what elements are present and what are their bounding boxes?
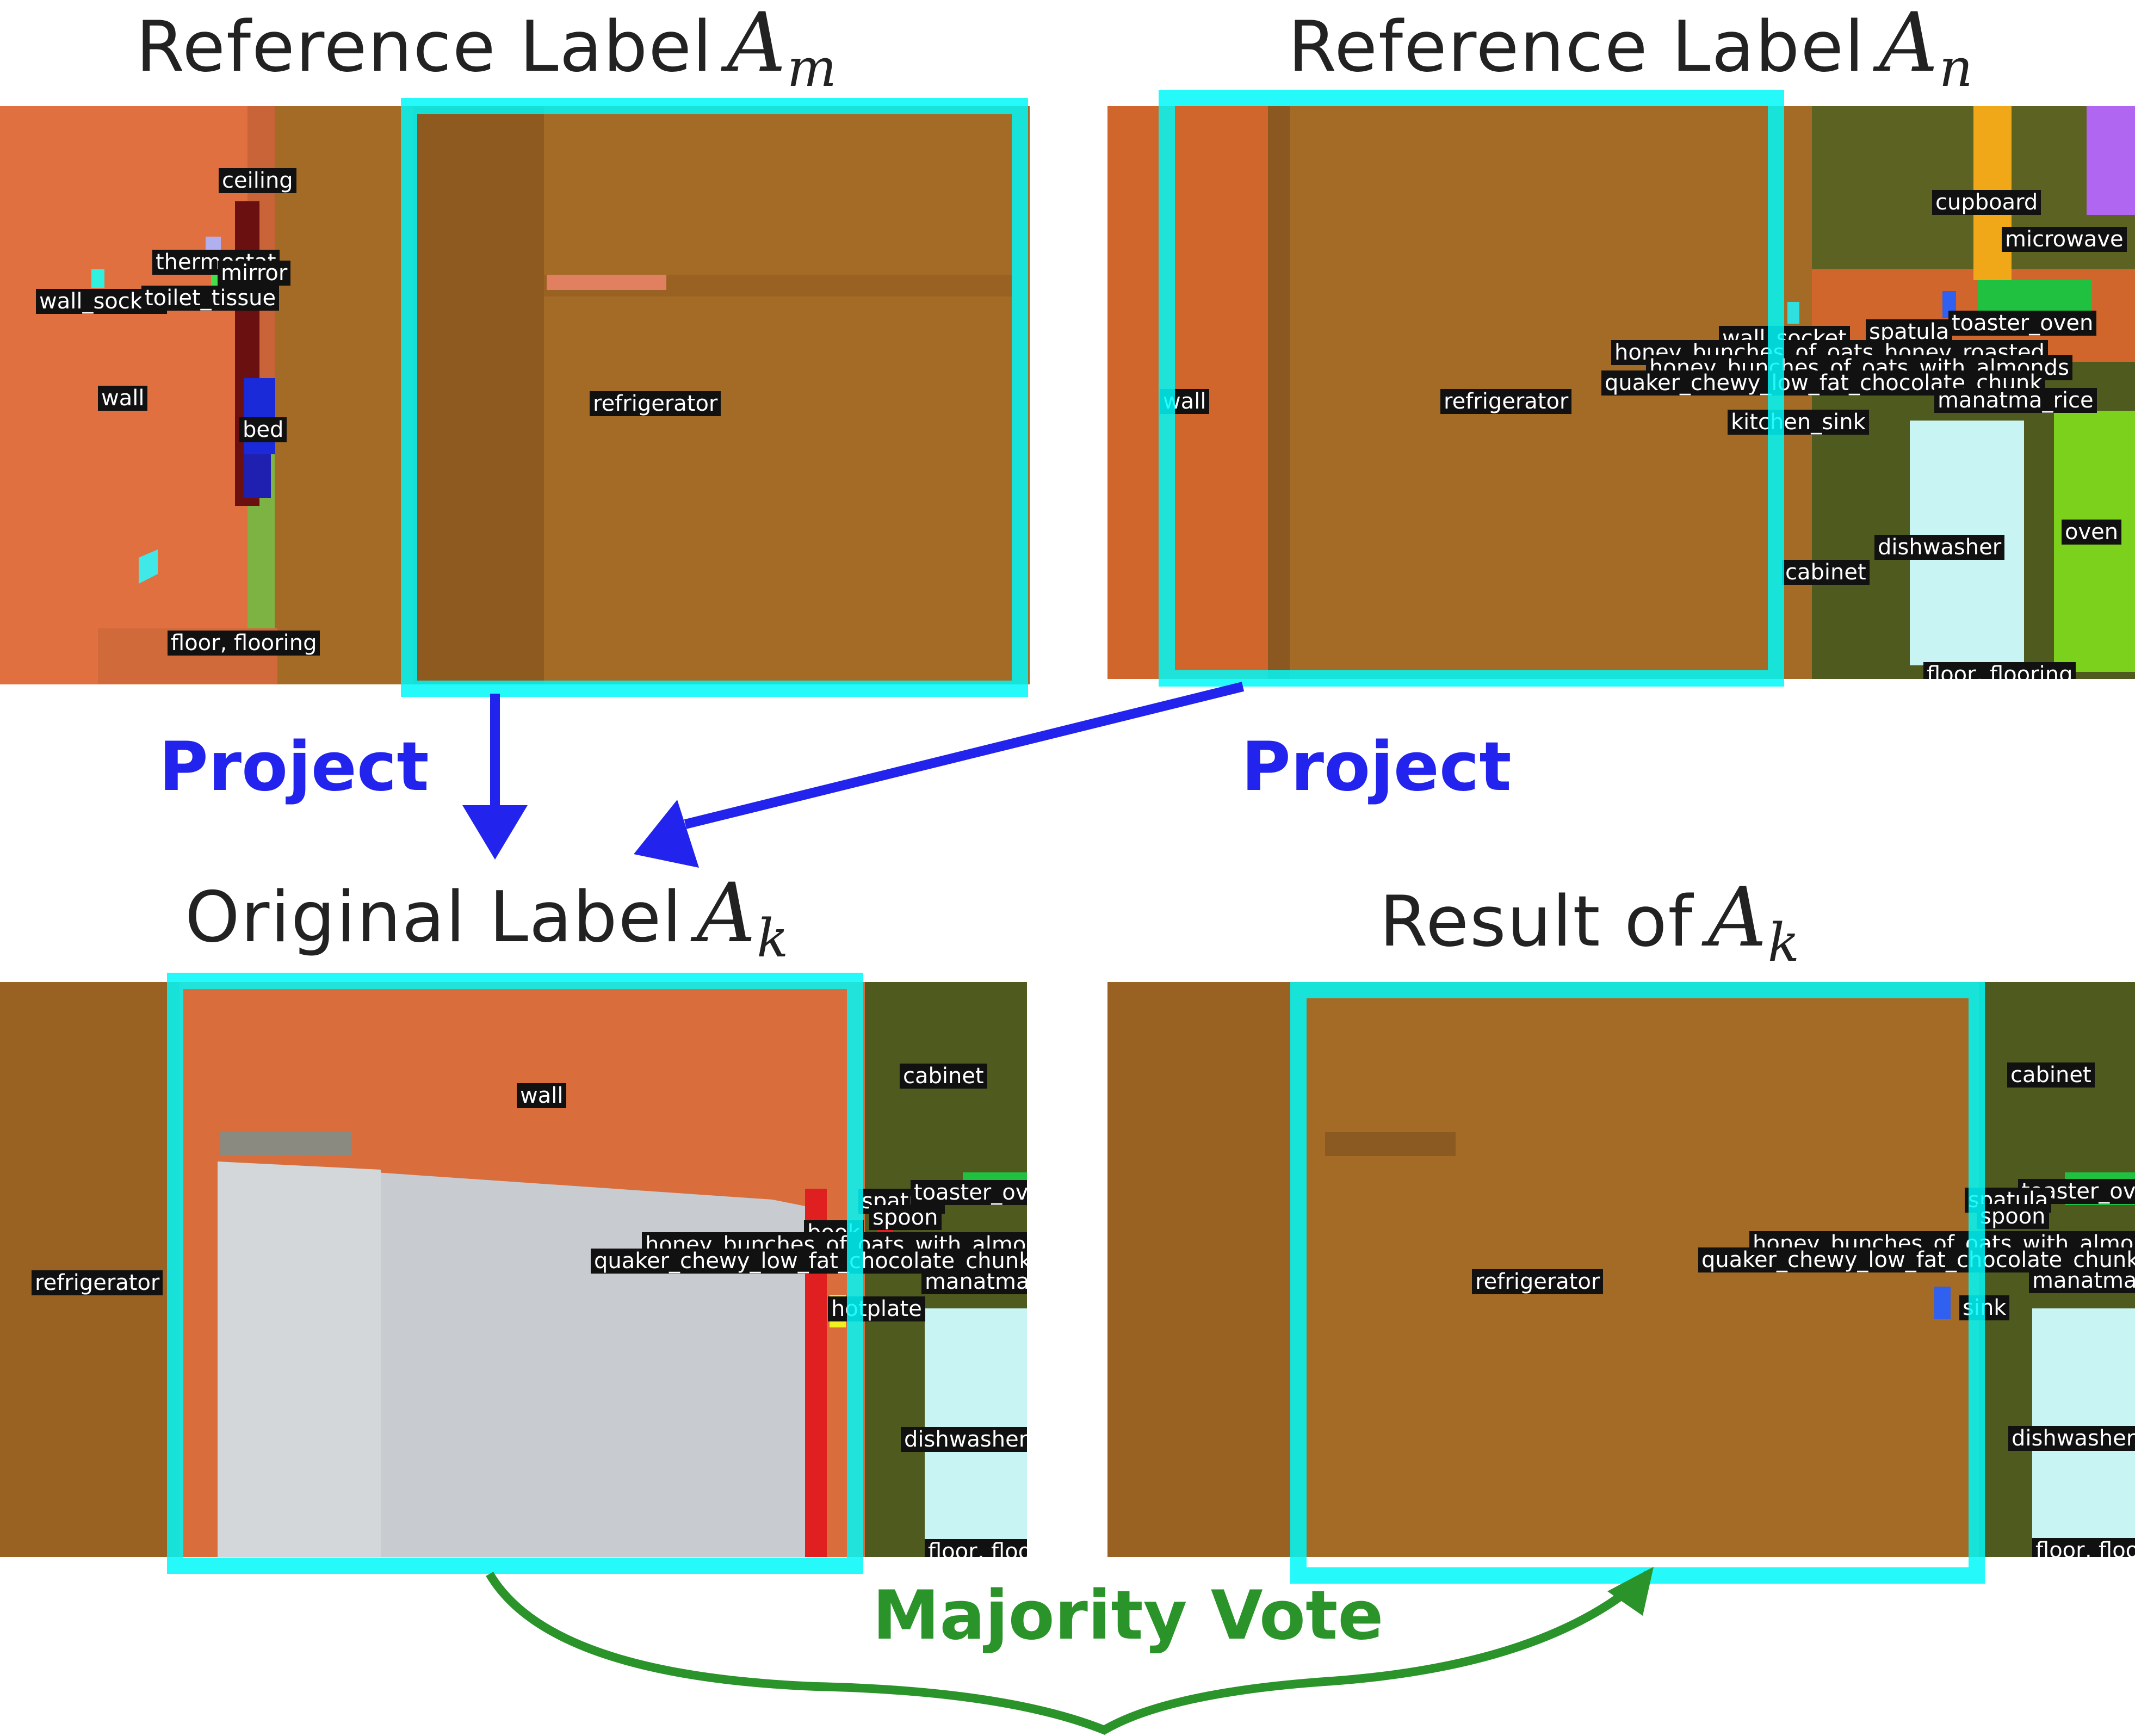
segmentation-image	[0, 106, 1030, 684]
seg-label-wall: wall	[98, 386, 148, 411]
seg-label-mirror: mirror	[218, 261, 291, 286]
seg-label-floor: floor, flooring	[168, 631, 320, 656]
seg-label-floor: floor, flooring	[2032, 1538, 2135, 1557]
title-text: Reference Label	[1288, 7, 1865, 88]
title-symbol: An	[1879, 0, 1974, 98]
seg-label-refrigerator: refrigerator	[32, 1270, 163, 1295]
title-symbol: Am	[727, 0, 838, 98]
project-label-left: Project	[159, 728, 429, 806]
panel-result-k: cabinet toaster_oven spatula spoon honey…	[1107, 982, 2135, 1557]
segmentation-image	[1107, 982, 2135, 1557]
seg-label-toaster-oven: toaster_oven	[1948, 311, 2097, 336]
seg-label-manatma-rice: manatma_rice	[1934, 388, 2097, 413]
title-text: Result of	[1379, 881, 1694, 962]
seg-label-cupboard: cupboard	[1932, 190, 2041, 215]
seg-label-quaker-chewy: quaker_chewy_low_fat_chocolate_chunk	[1601, 370, 2046, 396]
majority-vote-label: Majority Vote	[872, 1577, 1384, 1655]
seg-label-wall: wall	[517, 1083, 567, 1108]
seg-label-cabinet: cabinet	[2007, 1062, 2095, 1088]
seg-label-cabinet: cabinet	[1782, 560, 1870, 585]
title-symbol: Ak	[696, 866, 790, 969]
seg-label-dishwasher: dishwasher	[1874, 535, 2005, 560]
project-label-right: Project	[1241, 728, 1512, 806]
title-symbol: Ak	[1707, 870, 1801, 973]
seg-label-microwave: microwave	[2002, 227, 2127, 252]
seg-label-refrigerator: refrigerator	[1440, 389, 1572, 414]
highlight-box-reference-n	[1159, 90, 1784, 687]
seg-label-bed: bed	[239, 417, 287, 442]
project-arrow-right	[634, 682, 1245, 868]
seg-label-hotplate: hotplate	[828, 1296, 925, 1321]
title-text: Original Label	[185, 877, 683, 958]
seg-label-manatma-rice: manatma_rice	[2029, 1268, 2135, 1293]
highlight-box-result-k	[1290, 982, 1985, 1584]
panel-reference-m: ceiling thermostat mirror wall_socket to…	[0, 106, 1030, 684]
seg-label-floor: floor, flooring	[925, 1539, 1027, 1557]
seg-label-dishwasher: dishwasher	[901, 1427, 1027, 1452]
seg-label-dishwasher: dishwasher	[2008, 1426, 2135, 1451]
seg-label-oven: oven	[2062, 520, 2122, 545]
seg-label-refrigerator: refrigerator	[590, 391, 721, 416]
seg-label-toaster-oven: toaster_oven	[911, 1180, 1027, 1205]
seg-label-spoon: spoon	[869, 1205, 942, 1230]
highlight-box-original-k	[167, 973, 863, 1574]
title-text: Reference Label	[136, 7, 713, 88]
seg-label-toilet-tissue: toilet_tissue	[141, 286, 280, 311]
seg-label-spoon: spoon	[1977, 1204, 2049, 1229]
seg-label-ceiling: ceiling	[219, 168, 296, 193]
seg-label-cabinet: cabinet	[900, 1064, 987, 1089]
seg-label-kitchen-sink: kitchen_sink	[1728, 410, 1869, 435]
project-arrow-left	[462, 694, 528, 860]
seg-label-manatma-rice: manatma_rice	[921, 1269, 1027, 1294]
panel-reference-n: cupboard microwave wall_socket spatula t…	[1107, 106, 2135, 679]
majority-vote-arrow	[486, 1567, 1654, 1735]
seg-label-refrigerator: refrigerator	[1472, 1269, 1604, 1294]
highlight-box-reference-m	[401, 98, 1028, 697]
seg-label-floor: floor, flooring	[1923, 662, 2076, 679]
